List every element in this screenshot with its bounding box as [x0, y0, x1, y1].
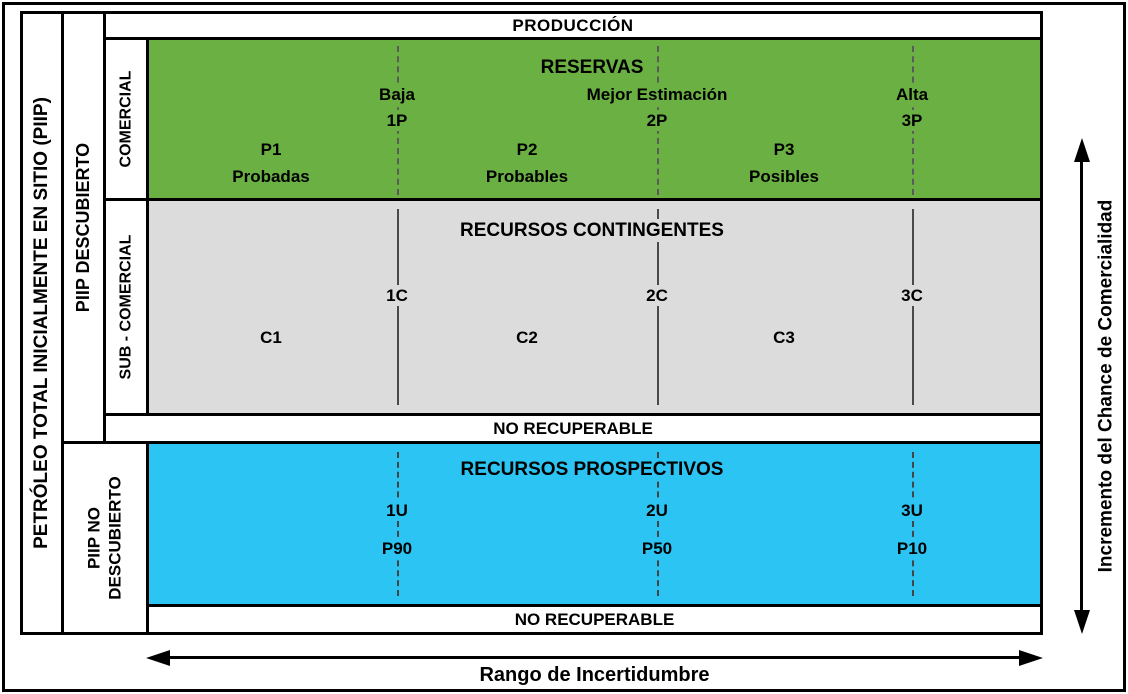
sub-comercial-label: SUB - COMERCIAL — [117, 234, 135, 380]
prospectivos-title: RECURSOS PROSPECTIVOS — [454, 458, 730, 481]
estimate-low-code: 1P — [380, 110, 414, 131]
uncertainty-axis-label: Rango de Incertidumbre — [479, 664, 710, 686]
estimate-high-label: Alta — [889, 84, 935, 105]
commerciality-axis-label-wrap: Incremento del Chance de Comercialidad — [1088, 138, 1124, 634]
sub-comercial-cell: SUB - COMERCIAL — [103, 198, 149, 416]
no-recuperable-band-lower: NO RECUPERABLE — [146, 604, 1043, 635]
contingentes-title: RECURSOS CONTINGENTES — [454, 219, 730, 242]
produccion-label: PRODUCCIÓN — [512, 15, 634, 35]
piip-no-descubierto-label: PIIP NO DESCUBIERTO — [85, 476, 125, 600]
category-c2: C2 — [510, 327, 544, 348]
estimate-3c: 3C — [895, 285, 929, 306]
guide-line-1u — [397, 452, 399, 596]
guide-line-1c — [397, 209, 399, 405]
uncertainty-arrow-line — [160, 656, 1029, 659]
estimate-1c: 1C — [380, 285, 414, 306]
estimate-3u: 3U — [895, 500, 929, 521]
p2-code: P2 — [510, 139, 544, 160]
category-c3: C3 — [767, 327, 801, 348]
uncertainty-axis-arrow — [146, 649, 1043, 667]
p1-code: P1 — [254, 139, 288, 160]
p3-code: P3 — [767, 139, 801, 160]
percentile-p10: P10 — [890, 538, 934, 559]
estimate-2c: 2C — [640, 285, 674, 306]
prospectivos-area: RECURSOS PROSPECTIVOS 1U 2U 3U P90 P50 P… — [146, 441, 1043, 607]
no-recuperable-band-upper: NO RECUPERABLE — [103, 413, 1043, 444]
reservas-area: RESERVAS Baja 1P Mejor Estimación 2P Alt… — [146, 37, 1043, 201]
guide-line-3c — [912, 209, 914, 405]
guide-line-3u — [912, 452, 914, 596]
p2-label: Probables — [479, 166, 575, 187]
category-c1: C1 — [254, 327, 288, 348]
arrow-right-head-icon — [1019, 650, 1043, 666]
comercial-cell: COMERCIAL — [103, 37, 149, 201]
contingentes-area: RECURSOS CONTINGENTES 1C 2C 3C C1 C2 C3 — [146, 198, 1043, 416]
percentile-p50: P50 — [635, 538, 679, 559]
no-recuperable-upper-label: NO RECUPERABLE — [493, 418, 653, 438]
percentile-p90: P90 — [375, 538, 419, 559]
estimate-2u: 2U — [640, 500, 674, 521]
comercial-label: COMERCIAL — [117, 70, 135, 168]
arrow-left-head-icon — [146, 650, 170, 666]
estimate-best-label: Mejor Estimación — [580, 84, 734, 105]
reservas-title: RESERVAS — [534, 56, 650, 79]
estimate-best-code: 2P — [640, 110, 674, 131]
piip-descubierto-label: PIIP DESCUBIERTO — [73, 142, 93, 313]
p3-label: Posibles — [743, 166, 825, 187]
p1-label: Probadas — [226, 166, 316, 187]
estimate-low-label: Baja — [373, 84, 421, 105]
estimate-high-code: 3P — [895, 110, 929, 131]
estimate-1u: 1U — [380, 500, 414, 521]
commerciality-arrow-line — [1080, 152, 1083, 620]
piip-total-label: PETRÓLEO TOTAL INICIALMENTE EN SITIO (PI… — [31, 97, 52, 549]
piip-no-descubierto-cell: PIIP NO DESCUBIERTO — [61, 441, 149, 635]
guide-line-2c — [657, 209, 659, 405]
piip-total-column: PETRÓLEO TOTAL INICIALMENTE EN SITIO (PI… — [20, 11, 64, 635]
piip-descubierto-column: PIIP DESCUBIERTO — [61, 11, 106, 444]
produccion-row: PRODUCCIÓN — [103, 11, 1043, 40]
commerciality-axis-label: Incremento del Chance de Comercialidad — [1095, 199, 1116, 573]
guide-line-2u — [657, 452, 659, 596]
commerciality-axis-arrow — [1073, 138, 1091, 634]
no-recuperable-lower-label: NO RECUPERABLE — [514, 609, 675, 629]
arrow-up-head-icon — [1074, 138, 1090, 162]
arrow-down-head-icon — [1074, 610, 1090, 634]
